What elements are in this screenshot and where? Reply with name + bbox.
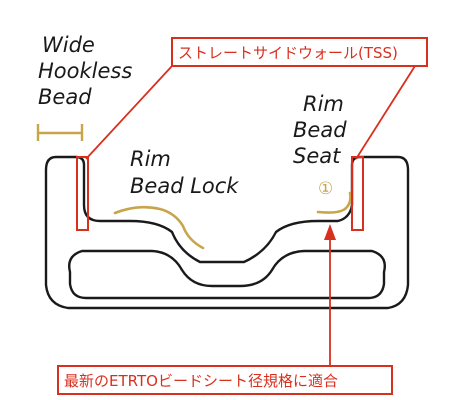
tss-leader-right: [355, 65, 416, 160]
right-sidewall-highlight: [351, 156, 364, 231]
etrto-callout-text: 最新のETRTOビードシート径規格に適合: [64, 372, 338, 390]
label-bead-seat: Bead: [293, 118, 347, 142]
tss-callout-box: [171, 37, 428, 67]
label-bead-lock: Bead Lock: [130, 174, 239, 198]
left-sidewall-highlight: [76, 156, 89, 231]
label-wide: Wide: [42, 33, 95, 57]
etrto-leader-arrowhead: [324, 224, 336, 240]
label-hookless: Hookless: [38, 59, 132, 83]
rim-inner-cavity: [68, 249, 386, 300]
bead-lock-highlight: [113, 205, 205, 250]
label-seat: Seat: [293, 144, 341, 168]
rim-outer-profile: [44, 155, 410, 310]
bead-width-marker: [36, 124, 84, 141]
label-bead: Bead: [38, 85, 92, 109]
marker-one: ①: [318, 179, 333, 199]
label-rim-lock: Rim: [130, 147, 171, 171]
tss-leader-left: [85, 65, 173, 160]
bead-seat-highlight: [316, 191, 352, 214]
label-rim-seat: Rim: [303, 92, 344, 116]
tss-callout-text: ストレートサイドウォール(TSS): [178, 44, 398, 62]
etrto-callout-box: [57, 365, 393, 395]
